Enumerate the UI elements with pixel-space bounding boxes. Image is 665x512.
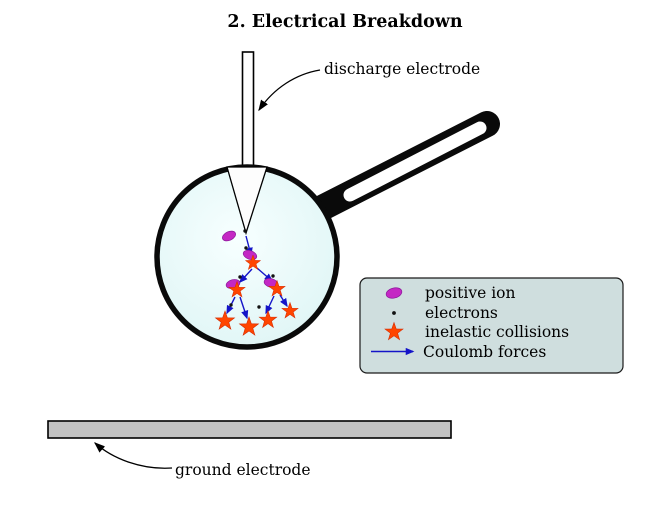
legend-item-inelastic-collisions: inelastic collisions	[384, 322, 569, 341]
discharge-label-arrow-icon	[258, 69, 321, 112]
electron-dot-icon	[243, 229, 247, 233]
legend: positive ion electrons inelastic collisi…	[359, 277, 624, 374]
ground-label-arrow-icon	[94, 442, 173, 469]
electron-dot-icon	[257, 305, 261, 309]
coulomb-arrow-icon	[239, 296, 249, 320]
legend-label: inelastic collisions	[425, 323, 569, 341]
positive-ion-icon	[222, 230, 236, 242]
electron-dot-icon	[229, 303, 233, 307]
coulomb-arrow-icon	[279, 294, 288, 308]
electron-dot-icon	[271, 274, 275, 278]
legend-label: Coulomb forces	[423, 343, 546, 361]
legend-item-electrons: electrons	[392, 304, 498, 322]
electrons	[229, 229, 275, 309]
ground-electrode-shape	[47, 420, 452, 439]
magnifier-handle	[309, 111, 500, 221]
electron-dot-icon	[238, 275, 242, 279]
legend-item-positive-ion: positive ion	[385, 284, 515, 302]
coulomb-arrow-icon	[265, 295, 275, 315]
ground-electrode-label: ground electrode	[175, 461, 311, 479]
legend-label: positive ion	[425, 284, 515, 302]
discharge-electrode-shape	[241, 51, 255, 173]
legend-item-coulomb-forces: Coulomb forces	[371, 343, 546, 361]
legend-label: electrons	[425, 304, 498, 322]
coulomb-arrow-icon	[239, 268, 253, 284]
legend-box	[359, 277, 624, 374]
electrode-tip	[226, 166, 268, 236]
discharge-electrode-label: discharge electrode	[324, 60, 480, 78]
page-title: 2. Electrical Breakdown	[227, 12, 462, 32]
electron-dot-icon	[244, 246, 248, 250]
electron-avalanche	[214, 229, 299, 336]
positive-ion-icon	[385, 287, 403, 299]
electron-icon	[392, 311, 396, 315]
